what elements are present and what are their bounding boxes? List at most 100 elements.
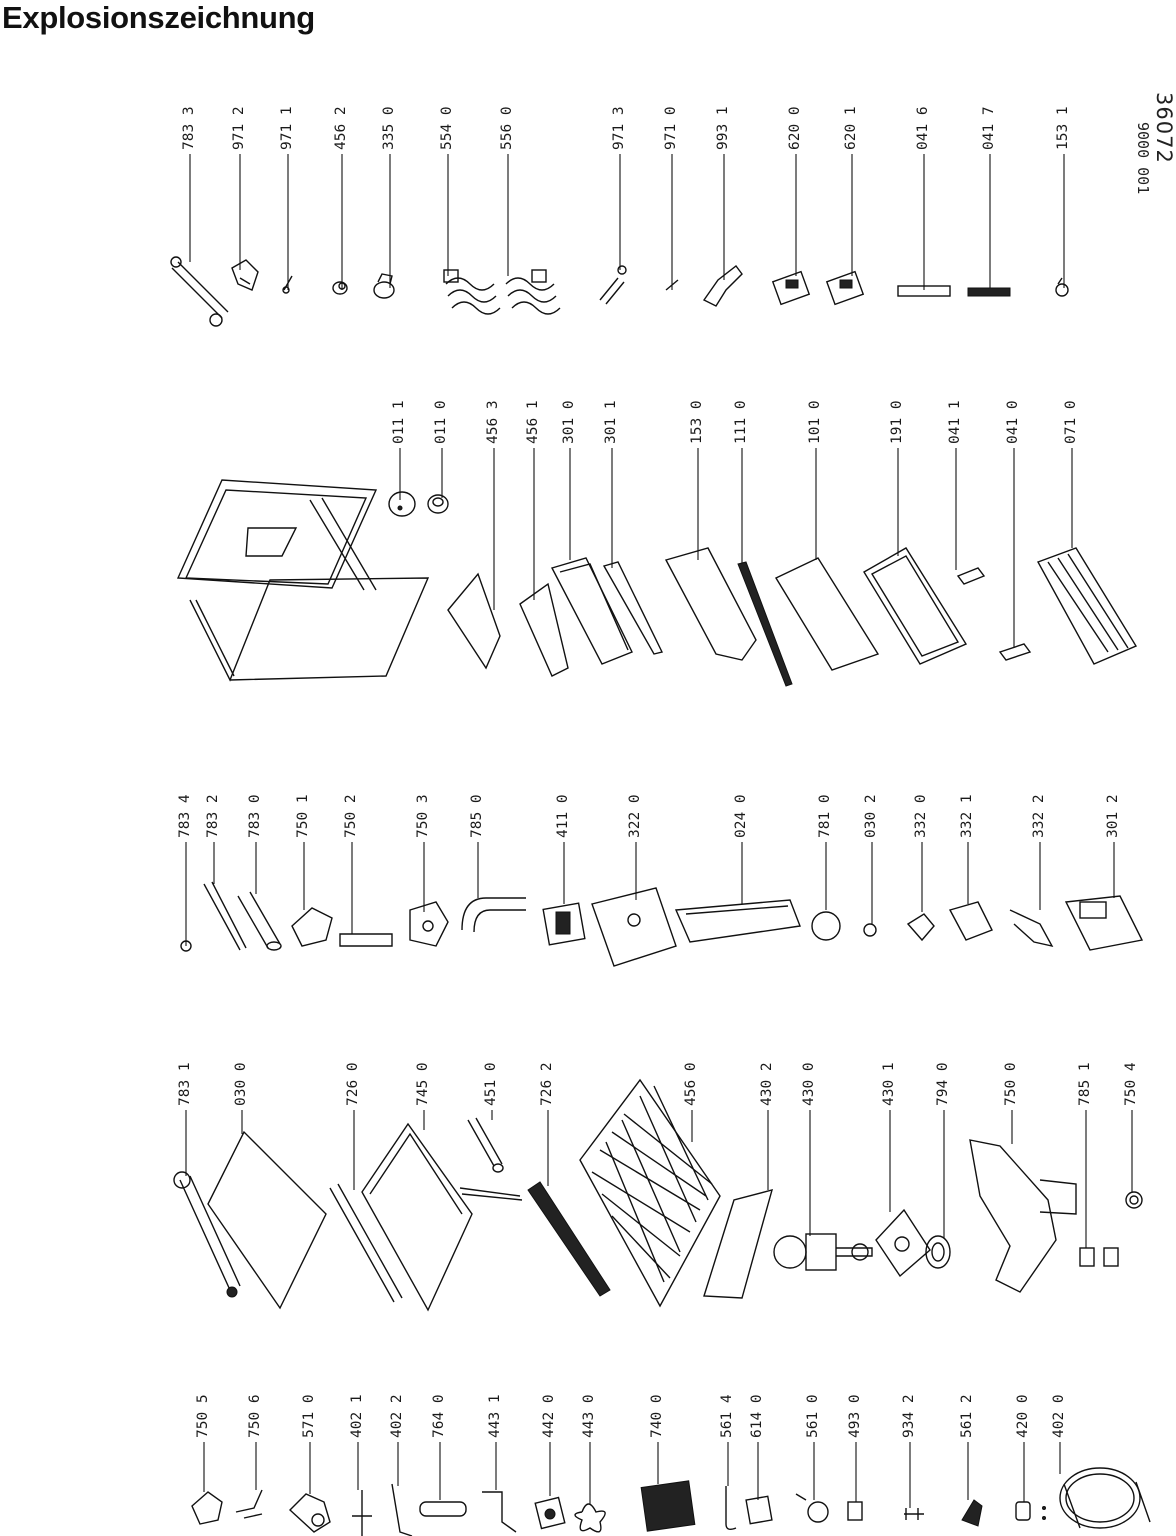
- part-number-label: 041 1: [947, 400, 963, 444]
- parts-column-3: [180, 881, 1144, 967]
- part-number-label: 191 0: [889, 400, 905, 444]
- part-number-label: 750 0: [1003, 1062, 1019, 1106]
- part-frame-191-0: [863, 547, 968, 665]
- part-number-label: 443 1: [487, 1394, 503, 1438]
- part-number-label: 301 2: [1105, 794, 1121, 838]
- part-evaporator-745-0: [361, 1122, 523, 1312]
- part-number-label: 614 0: [749, 1394, 765, 1438]
- part-hook-561-4: [725, 1486, 737, 1531]
- part-number-label: 041 0: [1005, 400, 1021, 444]
- part-number-label: 456 3: [485, 400, 501, 444]
- part-number-label: 332 1: [959, 794, 975, 838]
- part-knob-011-0: [427, 494, 449, 514]
- part-heater-451-0: [467, 1117, 504, 1173]
- part-box-024-0: [674, 899, 801, 943]
- part-strip-041-7: [967, 287, 1011, 297]
- part-knob-153-1: [1055, 277, 1069, 297]
- parts-column-2: [176, 479, 1138, 687]
- part-spring-556-0: [505, 269, 561, 315]
- part-number-label: 561 4: [719, 1394, 735, 1438]
- part-number-label: 726 2: [539, 1062, 555, 1106]
- part-number-label: 442 0: [541, 1394, 557, 1438]
- part-number-label: 783 1: [177, 1062, 193, 1106]
- part-grille-071-0: [1036, 547, 1138, 665]
- part-motor-411-0: [542, 902, 586, 946]
- part-cap-335-0: [373, 273, 395, 299]
- part-valve-571-0: [288, 1493, 331, 1533]
- part-number-label: 301 0: [561, 400, 577, 444]
- part-number-label: 726 0: [345, 1062, 361, 1106]
- part-number-label: 571 0: [301, 1394, 317, 1438]
- part-number-label: 783 3: [181, 106, 197, 150]
- part-compressor-402-0: [1059, 1467, 1151, 1529]
- part-number-label: 402 0: [1051, 1394, 1067, 1438]
- part-plate-456-3: [447, 572, 501, 670]
- part-number-label: 456 0: [683, 1062, 699, 1106]
- part-number-label: 561 2: [959, 1394, 975, 1438]
- part-glass-101-0: [774, 557, 880, 671]
- parts-column-4: [173, 1078, 1143, 1312]
- part-number-label: 785 1: [1077, 1062, 1093, 1106]
- part-bracket-443-1: [482, 1491, 517, 1533]
- part-hinge-041-1: [956, 567, 986, 585]
- part-panel-301-2: [1064, 895, 1144, 951]
- part-rail-301-1: [602, 561, 664, 655]
- part-number-label: 443 0: [581, 1394, 597, 1438]
- part-rod-750-2: [339, 933, 393, 947]
- part-hose-785-0: [461, 897, 526, 933]
- part-number-label: 030 0: [233, 1062, 249, 1106]
- part-number-label: 781 0: [817, 794, 833, 838]
- part-shelf-153-0: [664, 547, 757, 661]
- part-number-label: 041 7: [981, 106, 997, 150]
- part-number-label: 322 0: [627, 794, 643, 838]
- part-number-label: 554 0: [439, 106, 455, 150]
- part-number-label: 750 6: [247, 1394, 263, 1438]
- part-number-label: 101 0: [807, 400, 823, 444]
- part-number-label: 764 0: [431, 1394, 447, 1438]
- part-fan-motor-442-0: [534, 1496, 566, 1530]
- part-tube-783-0: [237, 891, 282, 951]
- part-number-label: 456 1: [525, 400, 541, 444]
- part-nut-750-4: [1125, 1191, 1143, 1209]
- part-panel-030-0: [207, 1130, 327, 1310]
- part-tube-783-2: [203, 881, 247, 951]
- part-knob-011-1: [388, 491, 416, 517]
- part-number-label: 411 0: [555, 794, 571, 838]
- part-number-label: 620 0: [787, 106, 803, 150]
- part-number-label: 430 1: [881, 1062, 897, 1106]
- part-clip-332-0: [906, 913, 935, 942]
- part-switch-620-1: [825, 270, 865, 306]
- leader-lines: [185, 154, 1133, 1508]
- part-number-label: 971 1: [279, 106, 295, 150]
- part-number-label: 153 1: [1055, 106, 1071, 150]
- parts-column-1: [170, 256, 1069, 327]
- part-number-label: 750 1: [295, 794, 311, 838]
- part-bracket-041-6: [897, 285, 951, 297]
- part-tray-301-0: [550, 557, 633, 665]
- parts-column-5: [191, 1467, 1151, 1536]
- part-number-label: 556 0: [499, 106, 515, 150]
- part-number-label: 301 1: [603, 400, 619, 444]
- part-number-label: 620 1: [843, 106, 859, 150]
- part-condenser-740-0: [640, 1480, 696, 1532]
- page-title: Explosionszeichnung: [2, 0, 315, 35]
- part-flange-750-3: [409, 901, 449, 947]
- part-valve-750-5: [191, 1491, 223, 1525]
- part-number-label: 402 2: [389, 1394, 405, 1438]
- part-number-label: 041 6: [915, 106, 931, 150]
- part-number-label: 332 2: [1031, 794, 1047, 838]
- part-seal-111-0: [737, 561, 793, 687]
- part-valve-750-6: [235, 1489, 263, 1519]
- part-valve-750-1: [291, 907, 333, 947]
- part-number-label: 430 2: [759, 1062, 775, 1106]
- part-tube-783-1: [173, 1171, 241, 1298]
- part-nut-030-2: [863, 923, 877, 937]
- part-strip-726-2: [527, 1181, 611, 1297]
- part-starter-561-0: [795, 1493, 829, 1523]
- part-fan-guard-430-1: [875, 1208, 931, 1278]
- part-number-label: 783 4: [177, 794, 193, 838]
- part-bracket-430-2: [703, 1189, 774, 1299]
- part-number-label: 024 0: [733, 794, 749, 838]
- part-number-label: 750 5: [195, 1394, 211, 1438]
